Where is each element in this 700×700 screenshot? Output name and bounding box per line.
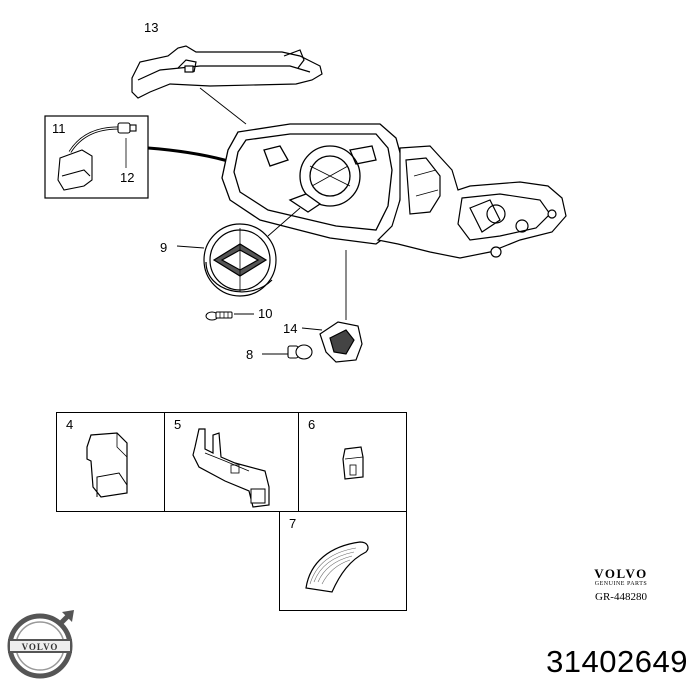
brand-subtitle: GENUINE PARTS	[594, 581, 648, 587]
part-14-holder	[319, 321, 363, 363]
box-number-5: 5	[174, 417, 182, 432]
part-13-leader	[199, 87, 247, 125]
part-13-indicator-strip	[131, 45, 323, 99]
part-11-bulb-holder	[57, 122, 137, 191]
volvo-logo-icon: VOLVO	[7, 610, 74, 679]
part-9-to-housing-leader	[267, 207, 301, 237]
callout-14: 14	[283, 321, 297, 336]
part-10-screw	[205, 311, 233, 321]
part-9-puddle-lamp	[203, 223, 277, 297]
brand-block: VOLVO GENUINE PARTS GR-448280	[583, 566, 659, 603]
callout-9: 9	[160, 240, 167, 255]
callout-8: 8	[246, 347, 253, 362]
part-8-bulb	[287, 344, 313, 360]
callout-11: 11	[52, 121, 66, 136]
box-number-6: 6	[308, 417, 316, 432]
part-box-5: 5	[164, 412, 299, 512]
brand-name: VOLVO	[594, 566, 648, 581]
part-number: 31402649	[546, 644, 688, 679]
part-box-7: 7	[279, 511, 407, 611]
box-number-7: 7	[289, 516, 297, 531]
part-9-leader	[176, 245, 205, 249]
mirror-base	[376, 145, 567, 259]
box-number-4: 4	[66, 417, 74, 432]
diagram-reference: GR-448280	[595, 591, 647, 603]
part-box-4: 4	[56, 412, 165, 512]
callout-10: 10	[258, 306, 272, 321]
part-7-lens	[305, 541, 369, 593]
logo-wordmark: VOLVO	[22, 642, 59, 652]
part-4-clip	[86, 432, 128, 498]
part-14-leader	[301, 327, 323, 331]
part-box-6: 6	[298, 412, 407, 512]
callout-13: 13	[144, 20, 158, 35]
callout-12: 12	[120, 170, 134, 185]
part-6-socket	[342, 446, 364, 480]
part-5-connector	[192, 428, 270, 508]
